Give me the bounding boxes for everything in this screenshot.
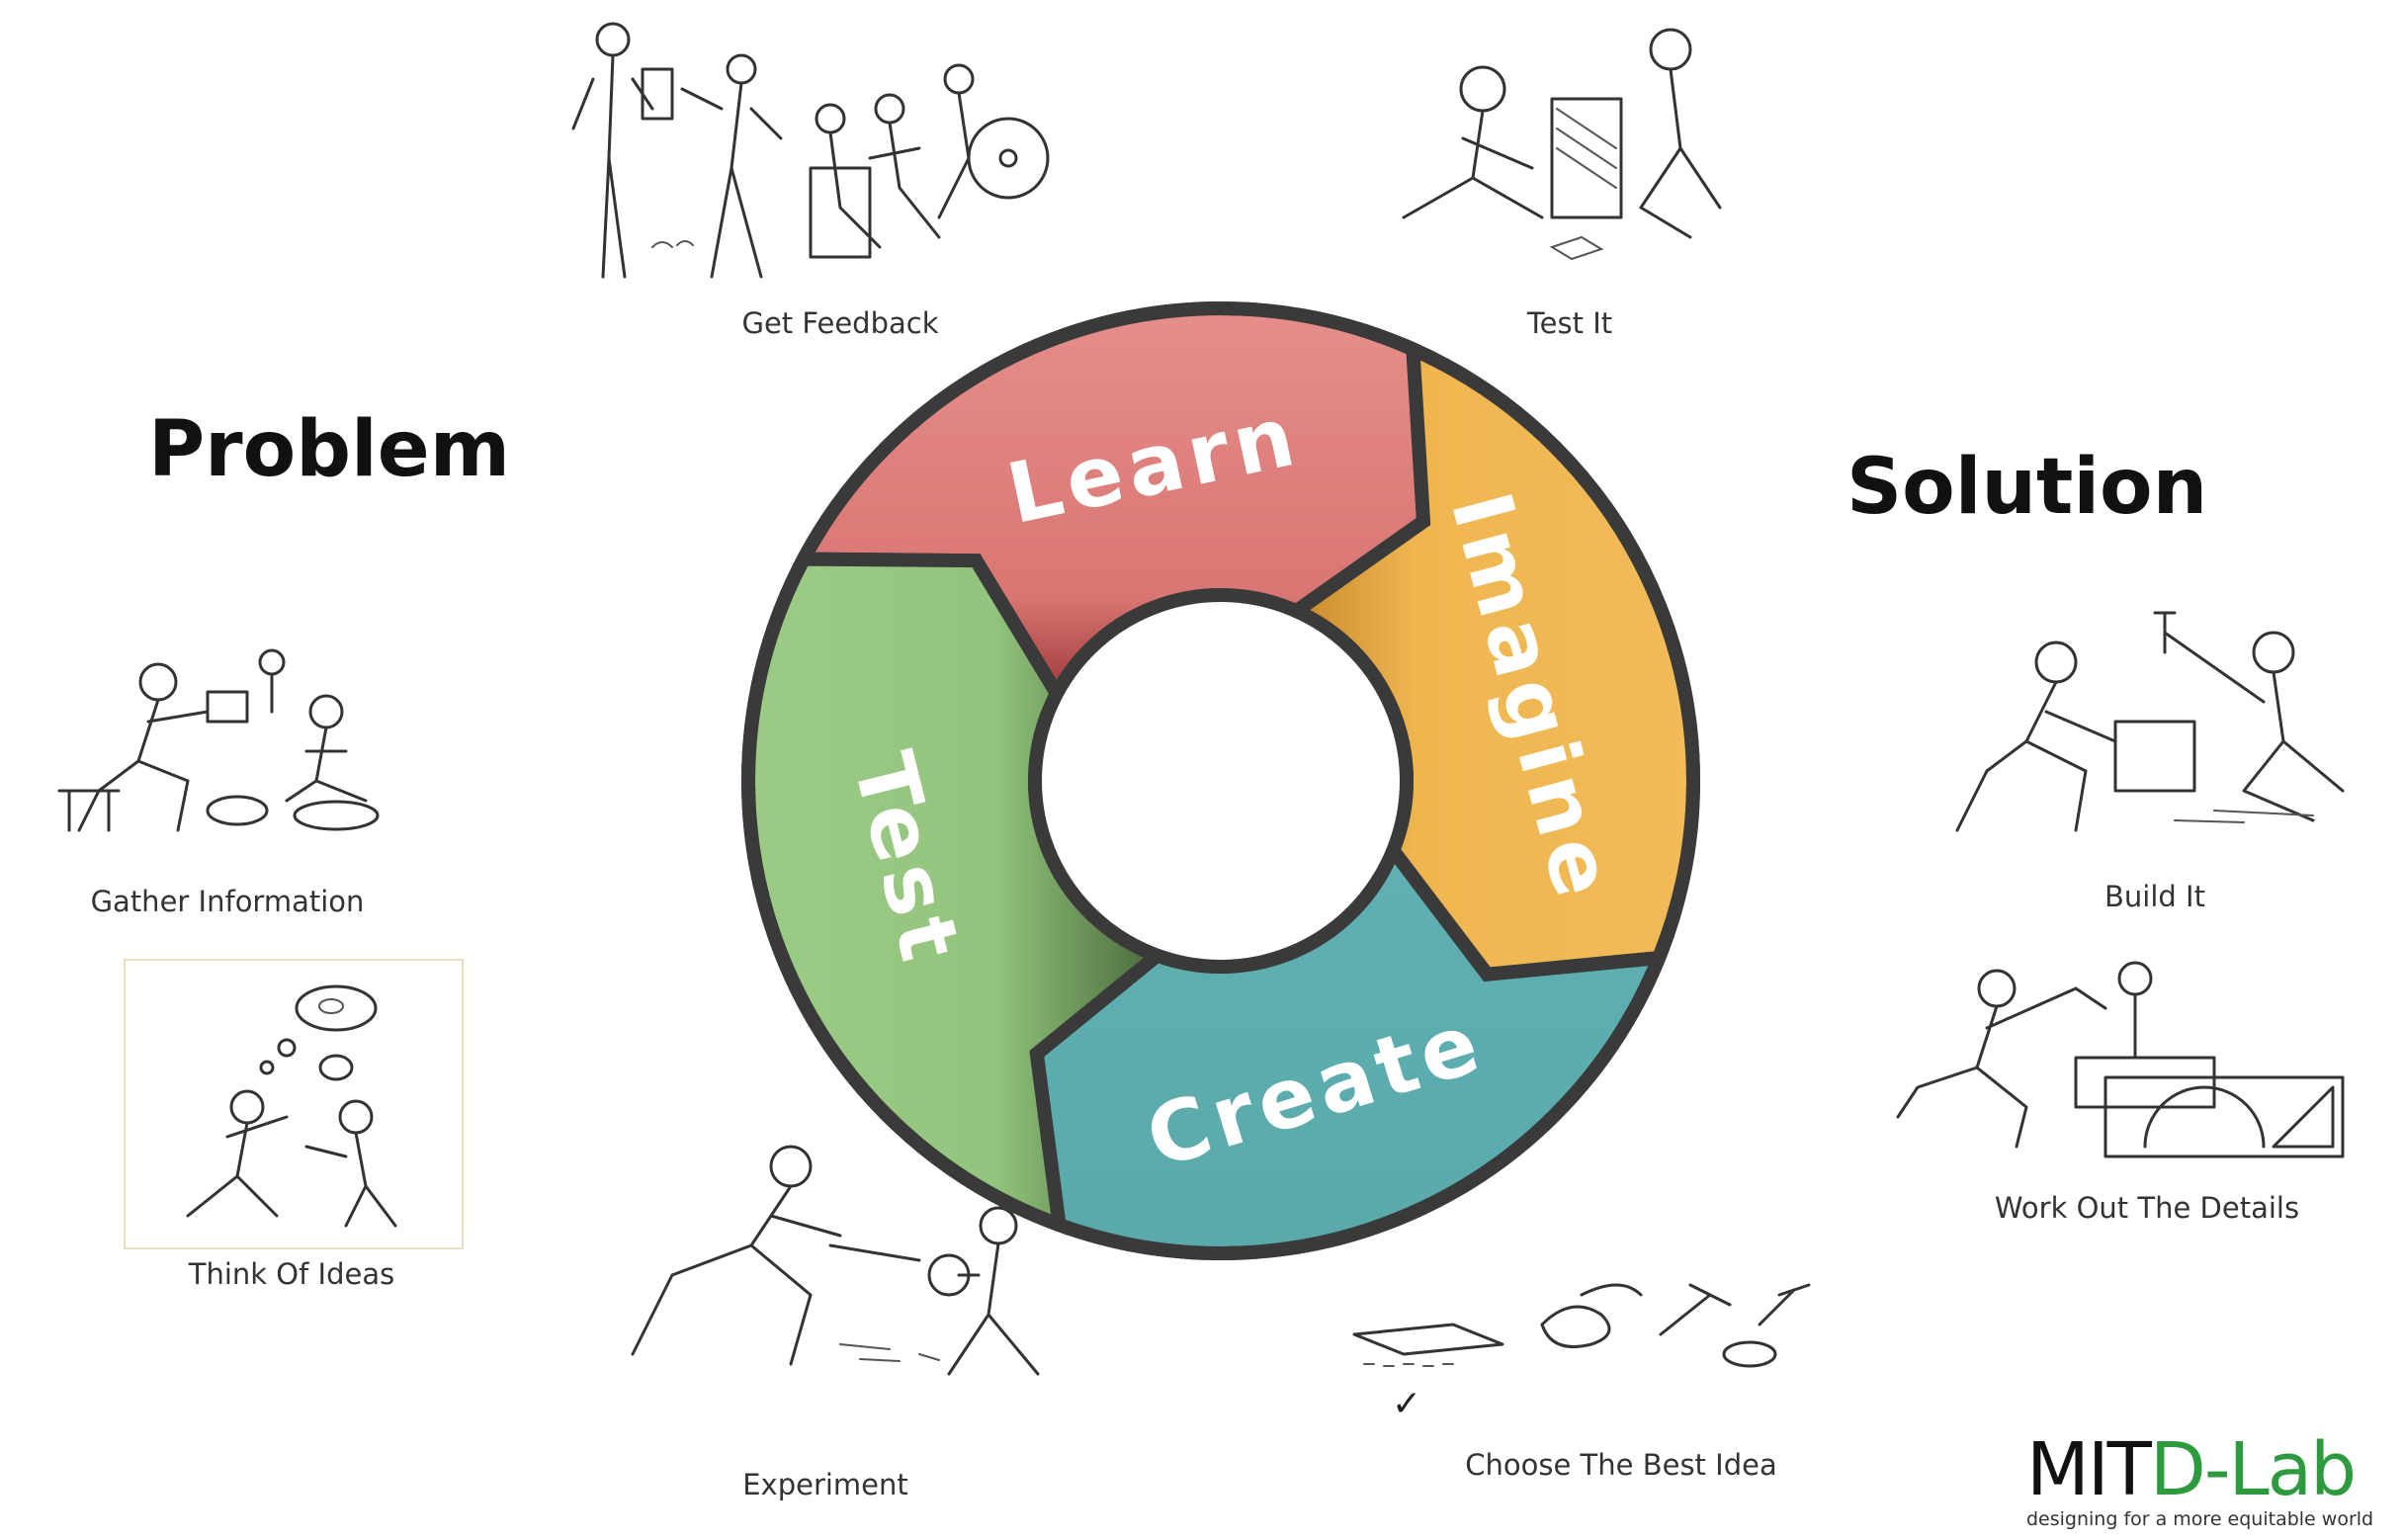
problem-heading: Problem <box>148 405 510 494</box>
experiment-caption: Experiment <box>742 1468 908 1501</box>
experiment-illustration <box>593 1127 1087 1423</box>
build-it-caption: Build It <box>2104 880 2205 913</box>
gather-information-caption: Gather Information <box>90 885 365 918</box>
get-feedback-illustration <box>544 10 1077 297</box>
logo-dlab: D-Lab <box>2149 1427 2357 1512</box>
work-out-details-illustration <box>1878 949 2353 1166</box>
mit-dlab-logo: MITD-Lab designing for a more equitable … <box>2026 1433 2392 1530</box>
think-of-ideas-caption: Think Of Ideas <box>188 1257 395 1291</box>
choose-best-idea-illustration <box>1334 1255 1829 1394</box>
test-it-caption: Test It <box>1526 306 1613 340</box>
think-of-ideas-frame <box>124 959 464 1249</box>
work-out-details-caption: Work Out The Details <box>1994 1191 2300 1225</box>
test-it-illustration <box>1384 10 1740 297</box>
solution-heading: Solution <box>1846 443 2208 532</box>
logo-tagline: designing for a more equitable world <box>2026 1508 2374 1530</box>
cycle-segments <box>741 301 1700 1260</box>
logo-wordmark: MITD-Lab <box>2026 1433 2392 1506</box>
logo-mit: MIT <box>2026 1427 2152 1512</box>
choose-best-idea-caption: Choose The Best Idea <box>1465 1448 1777 1482</box>
cycle-outer-ring <box>741 301 1700 1260</box>
build-it-illustration <box>1918 593 2382 850</box>
think-of-ideas-illustration <box>148 969 445 1236</box>
checkmark-icon: ✓ <box>1392 1384 1422 1424</box>
get-feedback-caption: Get Feedback <box>741 306 939 340</box>
gather-information-illustration <box>40 633 415 850</box>
cycle-center <box>1028 588 1414 974</box>
